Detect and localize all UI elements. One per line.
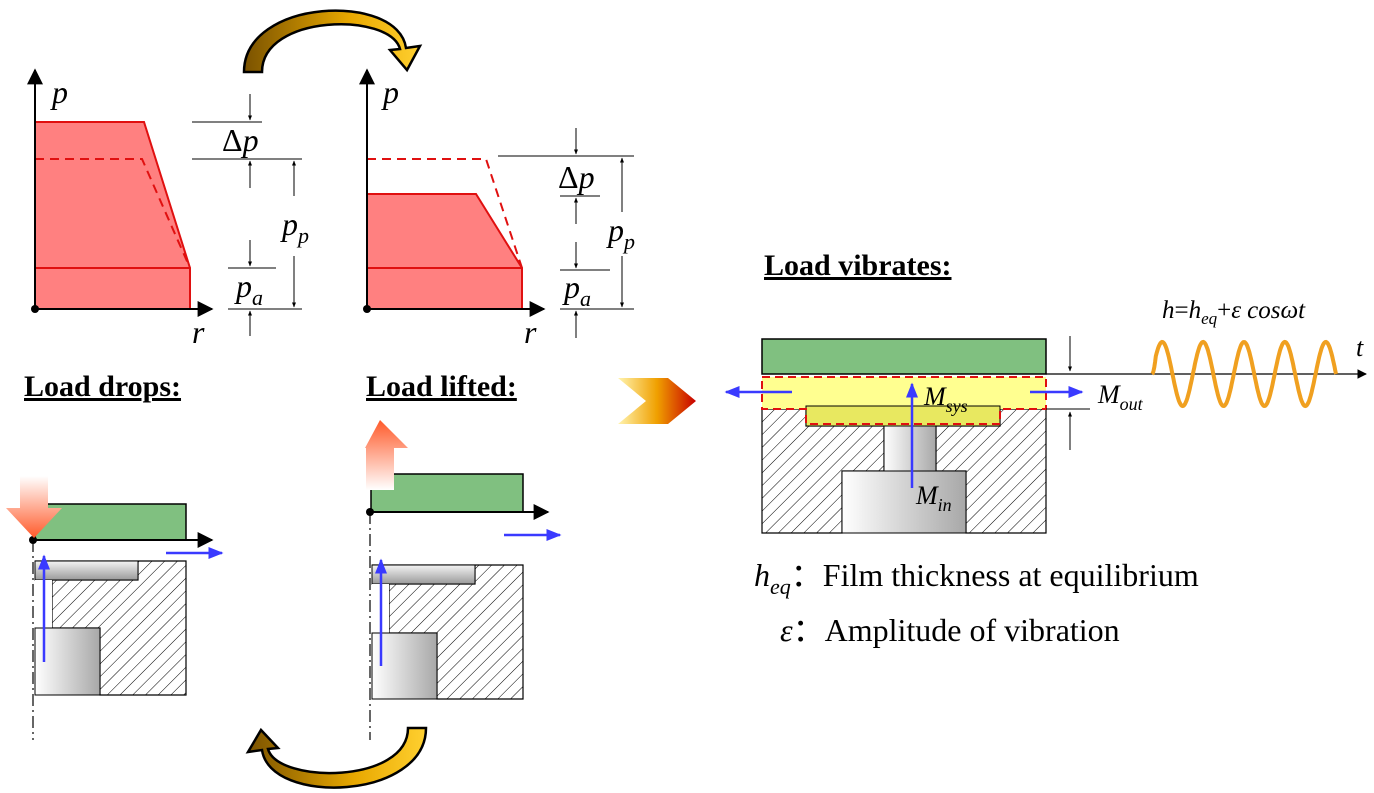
pp-label: pp — [280, 206, 309, 248]
chevron-right-icon — [618, 378, 696, 424]
axis-label-p: p — [50, 74, 68, 110]
bearing-load-lifted — [366, 473, 562, 740]
bearing-load-drops — [29, 503, 224, 740]
msys-label: Msys — [923, 382, 968, 416]
curved-arrow-left-icon — [245, 726, 428, 789]
curved-arrow-right-icon — [242, 9, 423, 74]
axis-label-r: r — [192, 314, 205, 350]
load-up-arrow-icon — [365, 420, 408, 490]
load-vibrates-title: Load vibrates: — [764, 249, 952, 282]
delta-p-label: Δp — [222, 122, 259, 158]
load-lifted-title: Load lifted: — [366, 370, 517, 403]
pp-label-2: pp — [606, 212, 635, 254]
pressure-profile-load-lifted — [359, 68, 634, 338]
load-down-arrow-icon — [6, 476, 62, 538]
pa-label: pa — [234, 268, 263, 310]
pressure-profile-load-drops — [27, 68, 302, 336]
min-label: Min — [915, 481, 952, 515]
load-drops-title: Load drops: — [24, 370, 181, 403]
axis-label-r-2: r — [524, 314, 537, 350]
pa-label-2: pa — [562, 269, 591, 311]
legend-heq: heq：Film thickness at equilibrium — [754, 557, 1199, 599]
bearing-load-vibrates — [724, 336, 1367, 534]
axis-label-p-2: p — [381, 74, 399, 110]
mout-label: Mout — [1097, 380, 1144, 414]
legend-epsilon: ε：Amplitude of vibration — [780, 612, 1120, 648]
delta-p-label-2: Δp — [558, 159, 595, 195]
axis-label-t: t — [1356, 333, 1364, 362]
vibration-wave — [1150, 339, 1338, 409]
